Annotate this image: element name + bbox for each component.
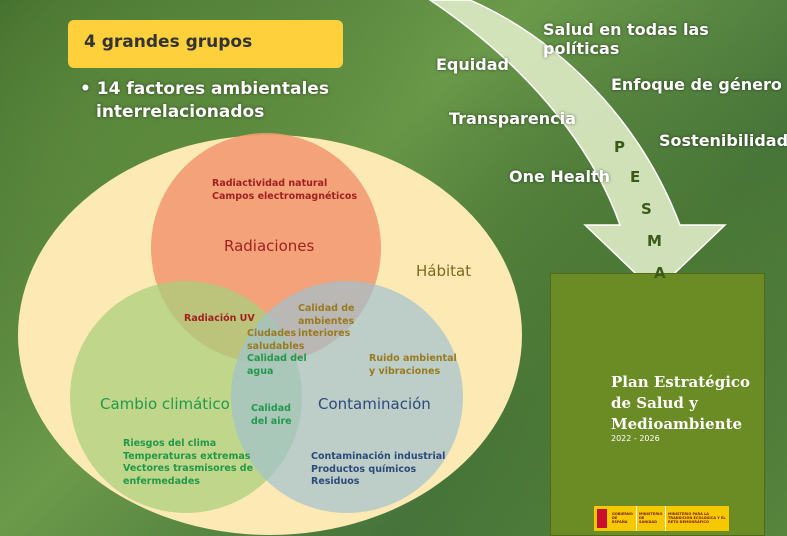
item: enfermedades — [123, 475, 200, 487]
item: Productos químicos — [311, 463, 417, 475]
pesma-arrow — [428, 0, 727, 294]
logo-text: MINISTERIO DE SANIDAD — [637, 506, 666, 531]
item: Campos electromagnéticos — [212, 190, 358, 202]
coat-of-arms-icon — [594, 506, 610, 531]
principle: Sostenibilidad — [659, 131, 787, 150]
pesma-letter: E — [630, 168, 641, 186]
pesma-letter: P — [614, 138, 625, 156]
ruido: Ruido ambiental y vibraciones — [369, 353, 457, 378]
government-logos: GOBIERNO DE ESPAÑA MINISTERIO DE SANIDAD… — [594, 506, 729, 531]
item: ambientes — [298, 315, 355, 327]
centro: Ciudades saludables Calidad del agua — [247, 328, 307, 378]
item: Ruido ambiental — [369, 353, 457, 364]
item: Calidad — [251, 403, 291, 414]
plan-cover: Plan Estratégico de Salud y Medioambient… — [550, 273, 765, 536]
cambio-title: Cambio climático — [100, 395, 230, 413]
contaminacion-items: Contaminación industrial Productos quími… — [311, 451, 445, 489]
contaminacion-title: Contaminación — [318, 395, 431, 413]
radiacion-uv: Radiación UV — [184, 313, 255, 324]
contaminacion-circle — [231, 281, 463, 513]
aire: Calidad del aire — [251, 403, 292, 428]
title-line: Plan Estratégico — [611, 373, 751, 391]
pesma-letter: S — [641, 200, 652, 218]
item: Calidad de — [298, 303, 355, 314]
principle: Equidad — [436, 55, 509, 74]
factors-line: • 14 factores ambientales — [80, 79, 329, 99]
item: Vectores trasmisores de — [123, 463, 254, 474]
item: saludables — [247, 340, 305, 352]
cambio-circle — [70, 281, 302, 513]
item: Ciudades — [247, 328, 297, 339]
logo-text: GOBIERNO DE ESPAÑA — [610, 506, 637, 531]
factors-label: • 14 factores ambientales interrelaciona… — [80, 78, 329, 124]
principle: One Health — [509, 167, 610, 186]
item: Temperaturas extremas — [123, 450, 251, 462]
pesma-letter: A — [654, 264, 666, 282]
logo-text: MINISTERIO PARA LA TRANSICIÓN ECOLÓGICA … — [668, 512, 726, 524]
title-line: Medioambiente — [611, 415, 743, 433]
item: del aire — [251, 415, 292, 427]
radiaciones-items: Radiactividad natural Campos electromagn… — [212, 178, 357, 203]
principle: Transparencia — [449, 109, 576, 128]
item: Riesgos del clima — [123, 438, 217, 449]
item: Residuos — [311, 476, 360, 487]
cambio-items: Riesgos del clima Temperaturas extremas … — [123, 438, 253, 488]
plan-years: 2022 - 2026 — [611, 434, 660, 443]
radiaciones-title: Radiaciones — [224, 237, 315, 255]
item: Radiactividad natural — [212, 178, 328, 189]
principle: Salud en todas las políticas — [543, 20, 709, 58]
factors-line: interrelacionados — [96, 102, 265, 122]
principle: Enfoque de género — [611, 75, 782, 94]
pesma-letter: M — [647, 232, 662, 250]
item: y vibraciones — [369, 365, 441, 377]
item: agua — [247, 365, 274, 377]
item: interiores — [298, 328, 351, 339]
title-line: de Salud y — [611, 394, 698, 412]
habitat-label: Hábitat — [416, 262, 472, 280]
item: Calidad del — [247, 353, 307, 364]
groups-label: 4 grandes grupos — [68, 20, 343, 68]
plan-title: Plan Estratégico de Salud y Medioambient… — [611, 372, 750, 435]
item: Contaminación industrial — [311, 451, 446, 462]
interiores: Calidad de ambientes interiores — [298, 303, 354, 341]
